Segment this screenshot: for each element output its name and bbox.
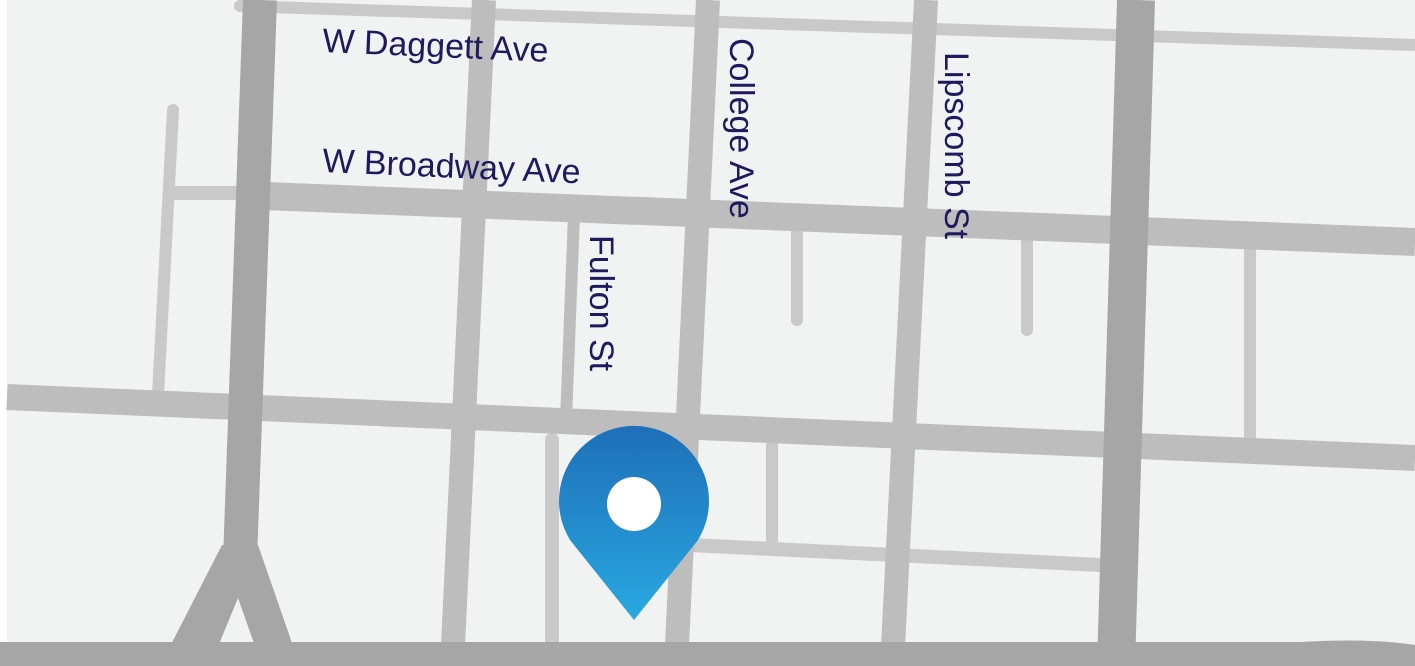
label-college: College Ave [722,38,760,219]
road-north-south-1 [440,0,496,666]
location-pin-icon[interactable] [559,425,710,620]
road-w-broadway [239,181,1415,256]
pin-center-dot [607,477,661,531]
map-left-edge [0,0,7,666]
road-lipscomb [880,0,938,666]
label-lipscomb: Lipscomb St [937,52,975,240]
road-fulton [560,214,580,421]
major-road-south [0,640,1415,666]
label-fulton: Fulton St [582,235,620,372]
major-road-west [223,0,277,561]
major-road-fork [160,545,300,666]
minor-road [152,104,179,401]
major-road-east [1097,0,1155,666]
road-w-daggett [234,0,1415,51]
